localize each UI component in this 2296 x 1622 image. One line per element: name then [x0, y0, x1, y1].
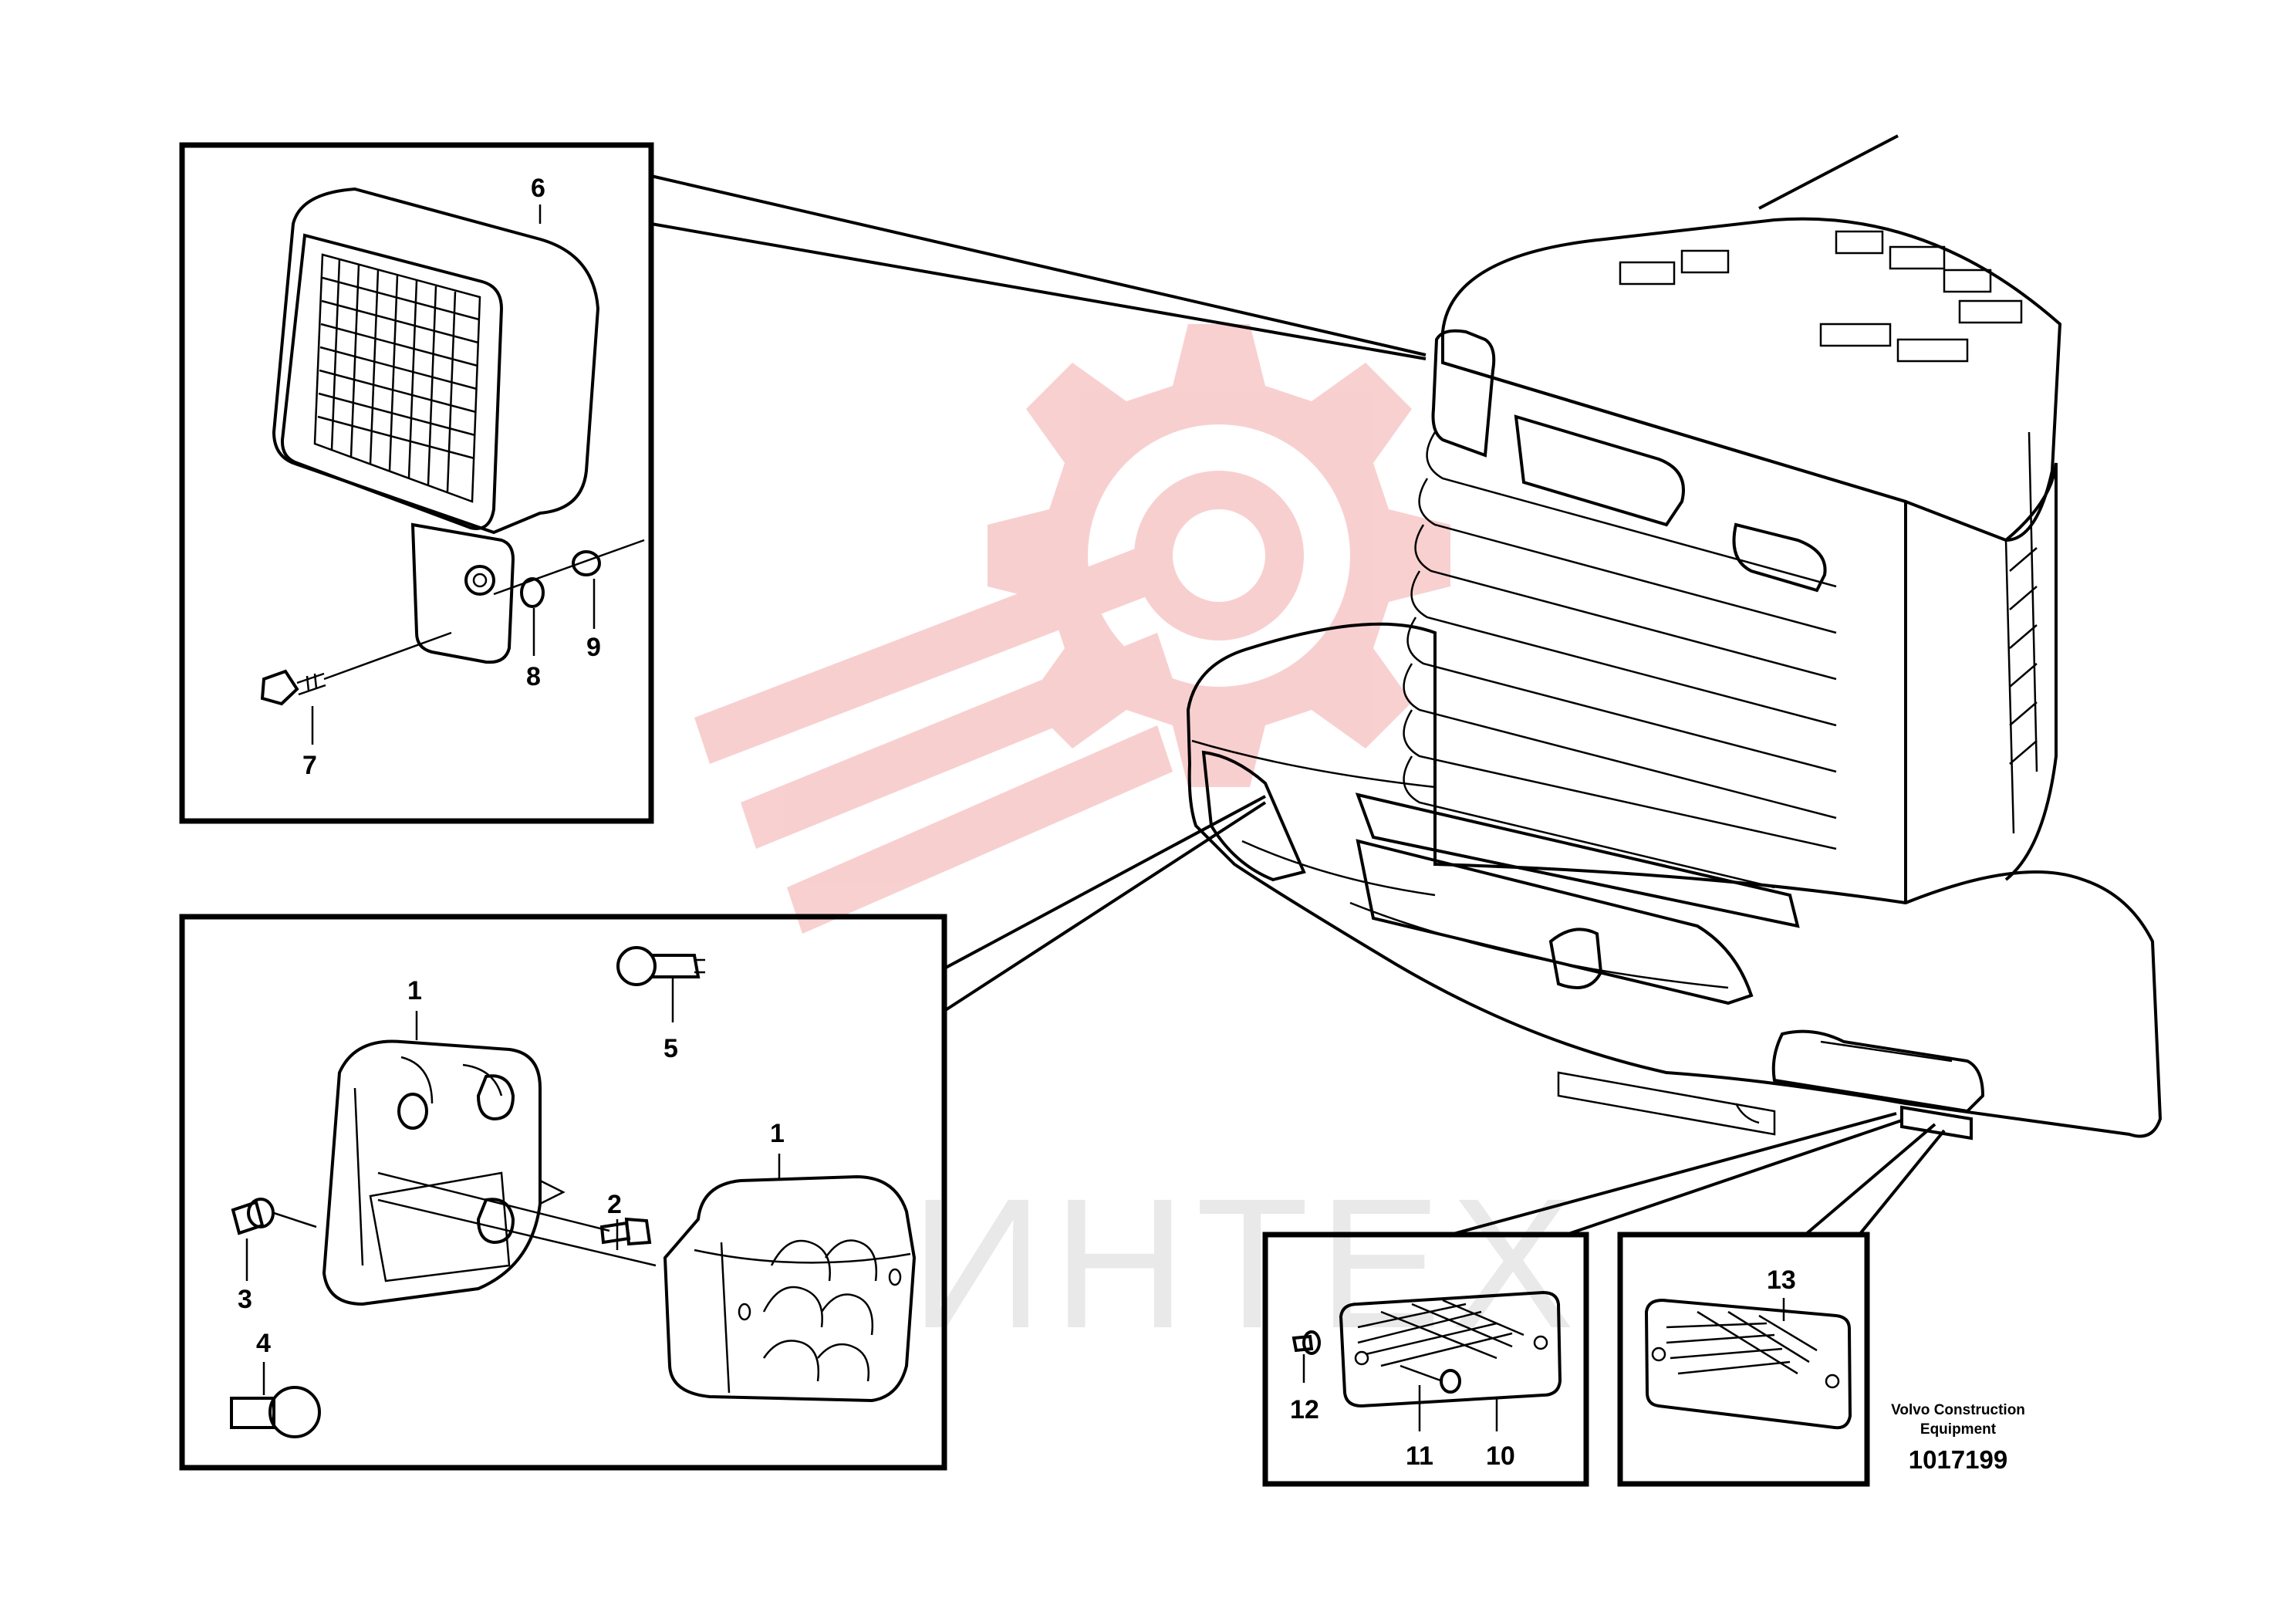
inset-box-reflector: [1617, 1232, 1870, 1487]
inset-box-turn-signal: [179, 914, 947, 1471]
reflector: [1644, 1298, 1852, 1430]
bolt: [260, 631, 452, 706]
watermark-logo: [694, 324, 1450, 934]
callout-10: 10: [1486, 1441, 1515, 1471]
leader-line: [1858, 1129, 1946, 1236]
callout-5: 5: [663, 1034, 678, 1063]
callout-3: 3: [238, 1285, 252, 1314]
bulb: [230, 1362, 321, 1438]
lamp-housing: [322, 1039, 566, 1306]
watermark-text: ИНТЕХ: [910, 1160, 1584, 1367]
lamp-lens: [663, 1174, 917, 1403]
inset-box-work-lamp: [179, 142, 654, 824]
screw: [1292, 1330, 1321, 1383]
nut: [572, 550, 601, 576]
screw: [231, 1198, 317, 1235]
leader-line: [650, 222, 1427, 360]
callout-6: 6: [531, 174, 545, 203]
callout-7: 7: [302, 751, 317, 780]
callout-4: 4: [256, 1329, 271, 1358]
reference-number: 1017199: [1909, 1445, 2007, 1474]
callout-11: 11: [1406, 1441, 1433, 1471]
leader-line: [943, 801, 1267, 1012]
reflector-mount: [1900, 1105, 1973, 1140]
callout-13: 13: [1767, 1265, 1796, 1295]
screw: [1400, 1364, 1498, 1431]
leader-line: [1565, 1119, 1903, 1236]
callout-12: 12: [1290, 1395, 1319, 1424]
leader-line: [1804, 1123, 1936, 1236]
screw: [377, 1171, 657, 1267]
credit-line-2: Equipment: [1920, 1421, 1997, 1438]
machine-front: [1186, 134, 2163, 1140]
callout-9: 9: [586, 633, 601, 662]
callout-8: 8: [526, 662, 541, 691]
credit-line-1: Volvo Construction: [1891, 1402, 2025, 1418]
reflector: [1339, 1290, 1562, 1408]
leader-line: [1450, 1112, 1897, 1236]
leader-line: [650, 174, 1427, 357]
washer: [520, 577, 545, 608]
callout-2: 2: [607, 1190, 622, 1219]
bulb: [616, 946, 705, 1022]
callout-1b: 1: [770, 1119, 785, 1148]
callout-1a: 1: [407, 976, 422, 1005]
inset-box-reflector-screws: [1262, 1232, 1589, 1487]
work-lamp: [272, 187, 600, 664]
work-lamp-mount: [1431, 329, 1496, 458]
